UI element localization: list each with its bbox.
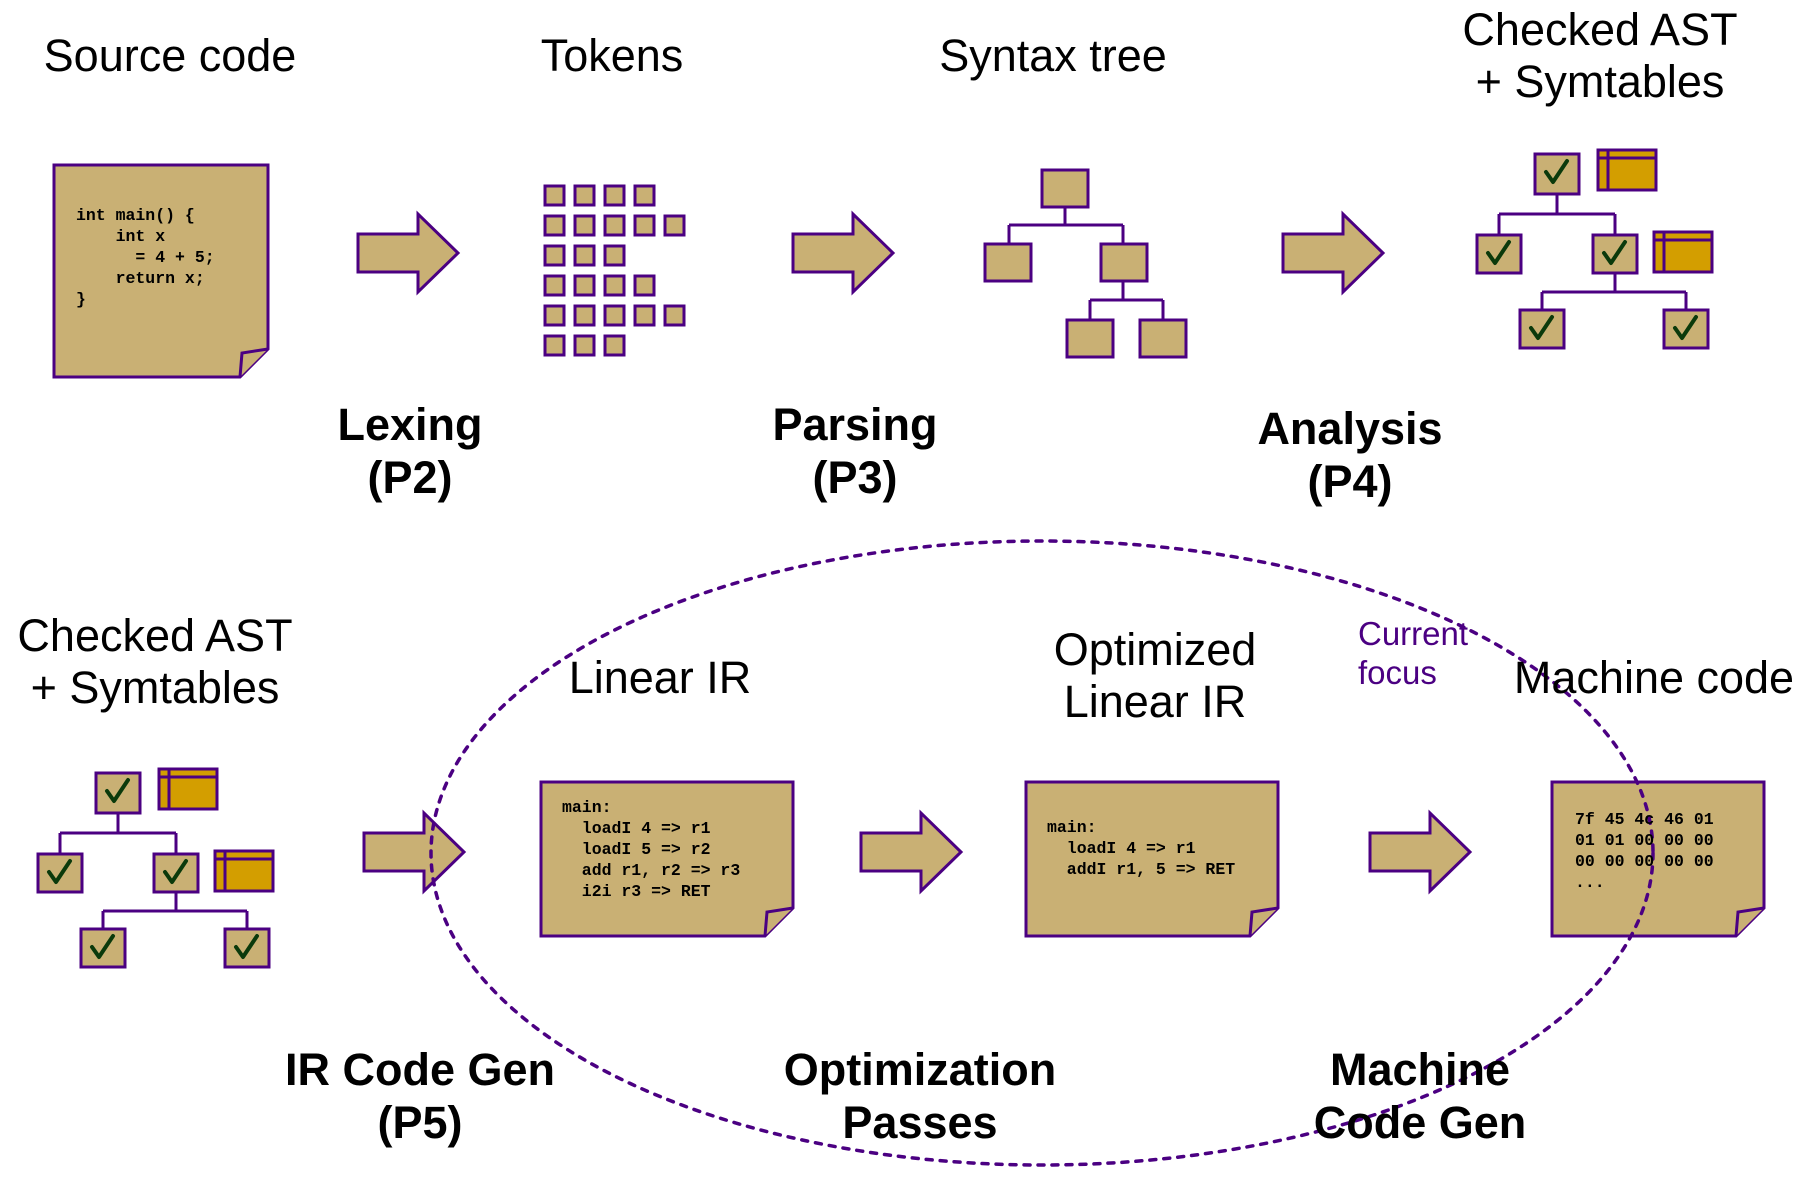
token-icon bbox=[603, 334, 626, 357]
token-icon bbox=[603, 184, 626, 207]
machine-code-document bbox=[1550, 780, 1766, 938]
machine-code-text: 7f 45 4c 46 01 01 01 00 00 00 00 00 00 0… bbox=[1575, 810, 1714, 892]
token-icon bbox=[543, 304, 566, 327]
token-icon bbox=[543, 184, 566, 207]
stage-label-linear-ir: Linear IR bbox=[568, 652, 752, 703]
tree-root-node bbox=[1040, 168, 1090, 209]
token-icon bbox=[543, 244, 566, 267]
checkmark-icon bbox=[234, 934, 259, 959]
arrow-optimization bbox=[859, 809, 964, 895]
checkmark-icon bbox=[1529, 315, 1554, 340]
optimized-ir-text: main: loadI 4 => r1 addI r1, 5 => RET bbox=[1047, 818, 1236, 879]
stage-label-syntax-tree: Syntax tree bbox=[939, 30, 1167, 81]
syntax-tree bbox=[983, 168, 1188, 359]
token-icon bbox=[603, 244, 626, 267]
token-icon bbox=[573, 184, 596, 207]
token-icon bbox=[663, 214, 686, 237]
token-icon bbox=[633, 274, 656, 297]
linear-ir-document bbox=[539, 780, 795, 938]
tree-leaf-node bbox=[1065, 318, 1115, 359]
token-icon bbox=[543, 214, 566, 237]
arrow-ir-code-gen bbox=[362, 809, 467, 895]
token-icon bbox=[633, 214, 656, 237]
token-icon bbox=[573, 304, 596, 327]
source-code-text: int main() { int x = 4 + 5; return x; } bbox=[76, 206, 215, 309]
current-focus-label: Current focus bbox=[1358, 615, 1469, 691]
token-icon bbox=[573, 274, 596, 297]
step-label-analysis: Analysis (P4) bbox=[1257, 403, 1443, 507]
linear-ir-text: main: loadI 4 => r1 loadI 5 => r2 add r1… bbox=[562, 798, 741, 901]
token-icon bbox=[633, 184, 656, 207]
token-icon bbox=[603, 274, 626, 297]
checkmark-icon bbox=[1544, 159, 1569, 184]
step-label-parsing: Parsing (P3) bbox=[772, 399, 938, 503]
ast-child-node bbox=[36, 852, 84, 894]
checkmark-icon bbox=[1673, 315, 1698, 340]
current-focus-ellipse bbox=[429, 539, 1655, 1167]
stage-label-tokens: Tokens bbox=[540, 30, 684, 81]
machine-code-document-fold bbox=[1734, 906, 1765, 937]
tokens-grid bbox=[543, 184, 686, 357]
token-icon bbox=[663, 304, 686, 327]
stage-label-source-code: Source code bbox=[43, 30, 297, 81]
stage-label-checked-ast: Checked AST + Symtables bbox=[1462, 4, 1738, 107]
tree-child-node bbox=[983, 242, 1033, 283]
token-icon bbox=[543, 274, 566, 297]
step-label-lexing: Lexing (P2) bbox=[337, 399, 483, 503]
arrow-analysis bbox=[1281, 210, 1386, 296]
source-code-document bbox=[52, 163, 270, 379]
stage-label-optimized-linear-ir: Optimized Linear IR bbox=[1053, 624, 1257, 727]
token-icon bbox=[573, 214, 596, 237]
source-code-document-fold bbox=[238, 347, 269, 378]
tree-leaf-node bbox=[1138, 318, 1188, 359]
arrow-lexing bbox=[356, 210, 461, 296]
checkmark-icon bbox=[105, 778, 130, 803]
token-icon bbox=[573, 334, 596, 357]
checkmark-icon bbox=[163, 859, 188, 884]
token-icon bbox=[573, 244, 596, 267]
optimized-ir-document-fold bbox=[1248, 906, 1279, 937]
token-icon bbox=[543, 334, 566, 357]
token-icon bbox=[633, 304, 656, 327]
step-label-ir-code-gen: IR Code Gen (P5) bbox=[284, 1044, 556, 1148]
arrow-machine-code-gen bbox=[1368, 809, 1473, 895]
token-icon bbox=[603, 214, 626, 237]
step-label-machine-code-gen: Machine Code Gen bbox=[1313, 1044, 1527, 1148]
checked-ast-top bbox=[1475, 148, 1714, 350]
arrow-parsing bbox=[791, 210, 896, 296]
tree-child-node bbox=[1099, 242, 1149, 283]
stage-label-machine-code: Machine code bbox=[1513, 652, 1795, 703]
token-icon bbox=[603, 304, 626, 327]
checkmark-icon bbox=[1602, 240, 1627, 265]
checked-ast-bottom bbox=[36, 767, 275, 969]
linear-ir-document-fold bbox=[763, 906, 794, 937]
checkmark-icon bbox=[90, 934, 115, 959]
stage-label-checked-ast-2: Checked AST + Symtables bbox=[17, 610, 293, 713]
step-label-optimization-passes: Optimization Passes bbox=[783, 1044, 1057, 1148]
checkmark-icon bbox=[47, 859, 72, 884]
optimized-ir-document bbox=[1024, 780, 1280, 938]
checkmark-icon bbox=[1486, 240, 1511, 265]
